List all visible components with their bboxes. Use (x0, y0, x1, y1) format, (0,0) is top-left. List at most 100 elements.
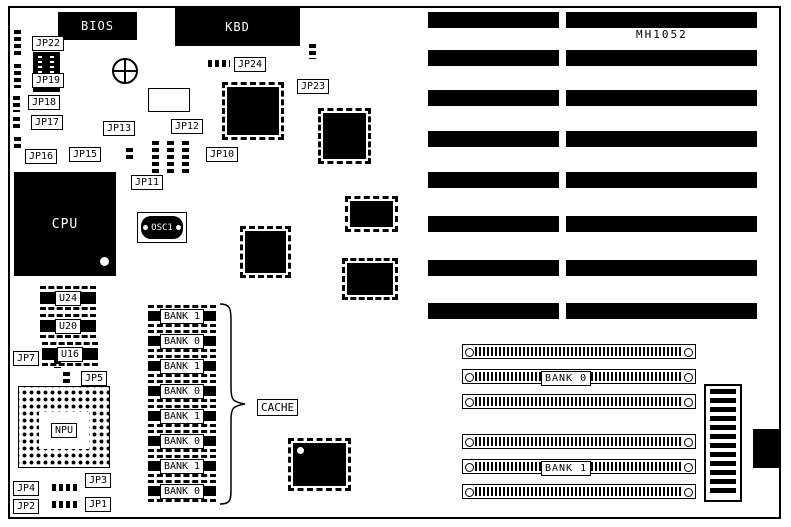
qfp-chip-6-pin1-dot (297, 447, 304, 454)
power-connector-pins (710, 389, 736, 497)
label-jp7: JP7 (13, 351, 40, 366)
cache-chip-7: BANK 1 (148, 455, 216, 477)
label-u20: U20 (54, 318, 82, 334)
cache-chip-3: BANK 1 (148, 355, 216, 377)
cache-chip-4-label: BANK 0 (159, 383, 205, 399)
cache-chip-4: BANK 0 (148, 380, 216, 402)
label-memory-bank0: BANK 0 (541, 371, 592, 386)
qfp-chip-5 (342, 258, 398, 300)
isa-slot-5-segment-a (428, 172, 559, 188)
simm-slot-bank0-1 (462, 344, 696, 359)
cache-chip-1-label: BANK 1 (159, 308, 205, 324)
isa-slot-5-segment-b (566, 172, 757, 188)
cache-chip-5-label: BANK 1 (159, 408, 205, 424)
simm-slot-bank1-3 (462, 484, 696, 499)
qfp-chip-3 (345, 196, 398, 232)
empty-socket (148, 88, 190, 112)
cpu-label: CPU (51, 216, 79, 232)
cache-chip-3-label: BANK 1 (159, 358, 205, 374)
label-jp16: JP16 (25, 149, 58, 164)
cache-chip-2-label: BANK 0 (159, 333, 205, 349)
label-jp4: JP4 (13, 481, 40, 496)
label-jp15: JP15 (69, 147, 102, 162)
label-jp18: JP18 (28, 95, 61, 110)
cpu-pin1-dot (100, 257, 109, 266)
u20-chip: U20 (40, 314, 96, 338)
isa-slot-7-segment-b (566, 260, 757, 276)
osc1-socket: OSC1 (137, 212, 187, 243)
board-outline (8, 6, 781, 519)
isa-slot-6-segment-a (428, 216, 559, 232)
cpu-chip: CPU (14, 172, 116, 276)
isa-slot-1-segment-b (566, 12, 757, 28)
cache-chip-5: BANK 1 (148, 405, 216, 427)
cache-chip-8-label: BANK 0 (159, 483, 205, 499)
cache-chip-1: BANK 1 (148, 305, 216, 327)
cache-brace (219, 303, 246, 505)
label-jp13: JP13 (103, 121, 136, 136)
isa-slot-4-segment-b (566, 131, 757, 147)
keyboard-connector (753, 429, 779, 468)
simm-slot-bank1-1 (462, 434, 696, 449)
jp16-pins (14, 137, 21, 151)
isa-slot-4-segment-a (428, 131, 559, 147)
jp5-pins (63, 372, 70, 386)
qfp-chip-1 (222, 82, 284, 140)
isa-slot-7-segment-a (428, 260, 559, 276)
cache-chip-6: BANK 0 (148, 430, 216, 452)
jp23-pins (309, 44, 316, 59)
jp4-jp3-pins (52, 484, 78, 491)
isa-slot-6-segment-b (566, 216, 757, 232)
isa-slot-1-segment-a (428, 12, 559, 28)
board-model-text: MH1052 (636, 28, 688, 41)
jp24-pins (208, 60, 230, 67)
isa-slot-3-segment-b (566, 90, 757, 106)
qfp-chip-6 (288, 438, 351, 491)
label-npu: NPU (50, 423, 78, 438)
isa-slot-8-segment-b (566, 303, 757, 319)
cache-chip-2: BANK 0 (148, 330, 216, 352)
isa-slot-2-segment-b (566, 50, 757, 66)
crystal-oscillator (112, 58, 138, 84)
osc1-body: OSC1 (141, 216, 183, 239)
label-u16: U16 (56, 346, 84, 362)
label-jp10: JP10 (206, 147, 239, 162)
jp10-pins (182, 141, 189, 173)
jp19-pins (14, 64, 21, 88)
jp22-pins (14, 30, 21, 56)
label-jp11: JP11 (131, 175, 164, 190)
label-jp24: JP24 (234, 57, 267, 72)
label-jp23: JP23 (297, 79, 330, 94)
keyboard-controller-chip: KBD (175, 8, 300, 46)
jp15-pins (126, 148, 133, 161)
npu-socket-center: NPU (39, 412, 89, 449)
u24-chip: U24 (40, 286, 96, 310)
osc1-label: OSC1 (151, 222, 173, 233)
jp13-pins (152, 141, 159, 173)
cache-chip-6-label: BANK 0 (159, 433, 205, 449)
qfp-chip-2 (318, 108, 371, 164)
qfp-chip-4 (240, 226, 291, 278)
kbd-chip-label: KBD (225, 20, 250, 34)
isa-slot-2-segment-a (428, 50, 559, 66)
cache-chip-8: BANK 0 (148, 480, 216, 502)
label-memory-bank1: BANK 1 (541, 461, 592, 476)
power-connector (704, 384, 742, 502)
bios-chip-label: BIOS (81, 19, 114, 33)
label-cache: CACHE (257, 399, 299, 416)
osc1-pin-left (143, 224, 148, 230)
label-jp12: JP12 (171, 119, 204, 134)
isa-slot-8-segment-a (428, 303, 559, 319)
jp17-pins (13, 117, 20, 131)
label-jp19: JP19 (32, 73, 65, 88)
cache-chip-7-label: BANK 1 (159, 458, 205, 474)
u16-chip: U16 (42, 342, 98, 366)
label-jp1: JP1 (85, 497, 112, 512)
isa-slot-3-segment-a (428, 90, 559, 106)
npu-socket: NPU (18, 386, 110, 468)
label-jp3: JP3 (85, 473, 112, 488)
osc1-pin-right (176, 224, 181, 230)
label-u24: U24 (54, 290, 82, 306)
jp2-jp1-pins (52, 501, 78, 508)
